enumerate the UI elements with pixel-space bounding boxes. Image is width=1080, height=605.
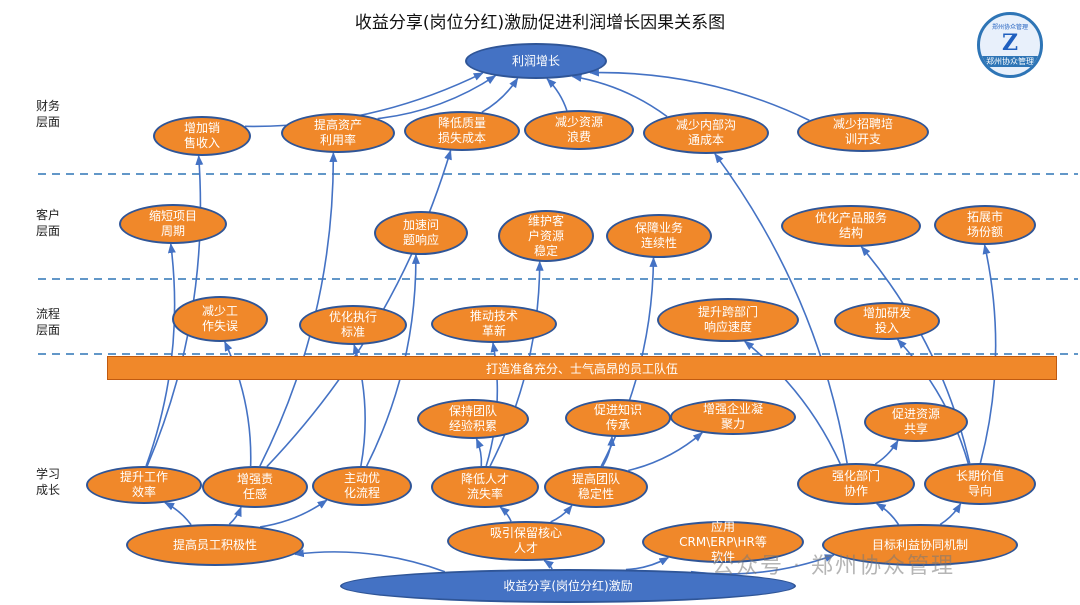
node-teamexp: 保持团队 经验积累 xyxy=(417,399,529,439)
node-knowledge: 促进知识 传承 xyxy=(565,399,671,437)
edge-stability-to-cohesion xyxy=(628,432,704,472)
logo-footer: 郑州协众管理 xyxy=(980,55,1040,67)
layer-label-learning: 学习 成长 xyxy=(36,467,61,497)
edge-turnover-to-teamexp xyxy=(475,438,484,467)
edge-asset-to-profit xyxy=(377,75,497,120)
node-custres: 维护客 户资源 稳定 xyxy=(498,210,594,262)
node-resshare: 促进资源 共享 xyxy=(864,402,968,442)
edge-gainshare-to-enthusiasm xyxy=(293,549,446,573)
node-recruit: 减少招聘培 训开支 xyxy=(797,112,929,152)
node-sales: 增加销 售收入 xyxy=(153,116,251,156)
logo-mark: Z xyxy=(1001,29,1019,56)
node-mistake: 减少工 作失误 xyxy=(172,296,268,342)
edge-longterm-to-market xyxy=(979,244,997,464)
node-optprod: 优化产品服务 结构 xyxy=(781,205,921,247)
node-asset: 提高资产 利用率 xyxy=(281,113,395,153)
edge-gainshare-to-software xyxy=(625,556,670,571)
edge-recruit-to-profit xyxy=(588,68,810,122)
team-building-bar: 打造准备充分、士气高昂的员工队伍 xyxy=(107,356,1057,380)
edge-longterm-to-optprod xyxy=(860,246,971,464)
node-enthusiasm: 提高员工积极性 xyxy=(126,524,304,566)
watermark: 公众号 · 郑州协众管理 xyxy=(712,554,955,579)
node-exec: 优化执行 标准 xyxy=(299,305,407,345)
node-quality: 降低质量 损失成本 xyxy=(404,111,520,151)
node-responsibility: 增强责 任感 xyxy=(202,466,308,508)
node-stability: 提高团队 稳定性 xyxy=(544,466,648,508)
logo-caption: 郑州协众管理 xyxy=(991,23,1028,31)
node-rnd: 增加研发 投入 xyxy=(834,302,940,340)
node-profit: 利润增长 xyxy=(465,43,607,79)
edge-attract-to-turnover xyxy=(499,506,512,522)
edge-comm-to-profit xyxy=(571,73,668,118)
node-efficiency: 提升工作 效率 xyxy=(86,466,202,504)
edge-gainshare-to-attract xyxy=(543,559,554,570)
node-tech: 推动技术 革新 xyxy=(431,305,557,343)
node-attract: 吸引保留核心 人才 xyxy=(447,521,605,561)
edge-collab-to-resshare xyxy=(874,439,899,465)
edge-collab-to-comm xyxy=(714,152,848,464)
edge-responsibility-to-mistake xyxy=(224,340,252,467)
node-respond: 加速问 题响应 xyxy=(374,211,468,255)
diagram-title: 收益分享(岗位分红)激励促进利润增长因果关系图 xyxy=(354,13,726,33)
edge-enthusiasm-to-optprocess xyxy=(259,499,328,528)
edge-enthusiasm-to-responsibility xyxy=(228,506,242,525)
node-comm: 减少内部沟 通成本 xyxy=(643,112,769,154)
edge-longterm-to-rnd xyxy=(896,338,970,464)
node-continuity: 保障业务 连续性 xyxy=(606,214,712,258)
edge-sales-to-profit xyxy=(244,72,484,128)
node-software: 应用 CRM\ERP\HR等 软件 xyxy=(642,520,804,564)
node-optprocess: 主动优 化流程 xyxy=(312,466,412,506)
node-cohesion: 增强企业凝 聚力 xyxy=(670,399,796,435)
edge-collab-to-crossdept xyxy=(743,340,841,465)
node-gainshare: 收益分享(岗位分红)激励 xyxy=(340,569,796,603)
layer-label-finance: 财务 层面 xyxy=(36,99,61,129)
edge-mechanism-to-longterm xyxy=(939,502,962,526)
logo: 郑州协众管理 Z 郑州协众管理 xyxy=(977,12,1043,78)
node-market: 拓展市 场份额 xyxy=(934,205,1036,245)
node-mechanism: 目标利益协同机制 xyxy=(822,524,1018,566)
node-turnover: 降低人才 流失率 xyxy=(431,466,539,508)
node-longterm: 长期价值 导向 xyxy=(924,463,1036,505)
edge-attract-to-stability xyxy=(550,504,573,523)
edge-enthusiasm-to-efficiency xyxy=(164,502,192,526)
layer-label-customer: 客户 层面 xyxy=(36,208,61,238)
node-cycle: 缩短项目 周期 xyxy=(119,204,227,244)
node-collab: 强化部门 协作 xyxy=(797,463,915,505)
node-waste: 减少资源 浪费 xyxy=(524,110,634,150)
layer-label-process: 流程 层面 xyxy=(36,307,61,337)
edge-waste-to-profit xyxy=(546,78,568,111)
edge-mechanism-to-collab xyxy=(875,502,900,525)
edge-quality-to-profit xyxy=(481,77,519,113)
node-crossdept: 提升跨部门 响应速度 xyxy=(657,298,799,342)
